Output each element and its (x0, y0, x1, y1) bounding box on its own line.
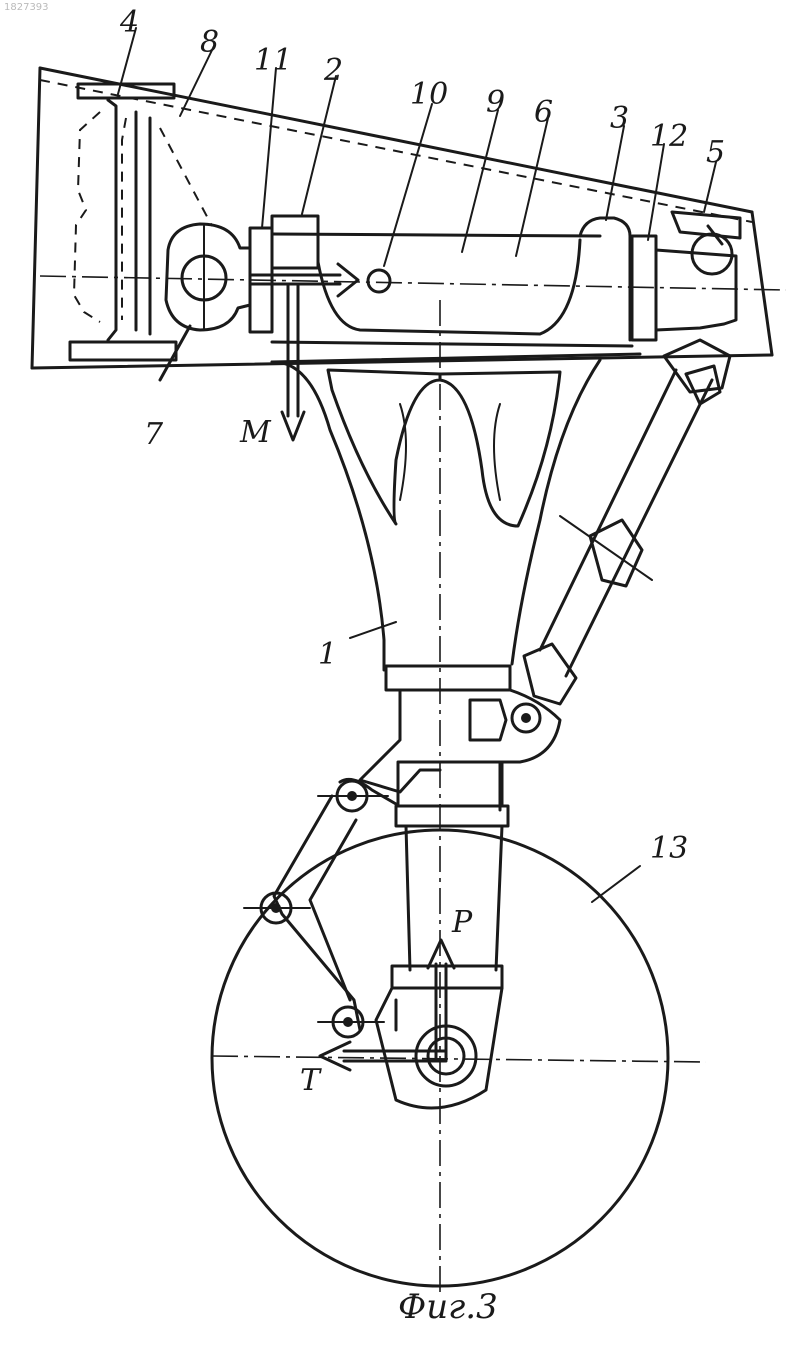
label-7: 7 (144, 417, 164, 452)
figure-caption: Фиг.3 (398, 1287, 498, 1327)
label-8: 8 (200, 25, 219, 60)
diagonal-brace (512, 340, 730, 732)
label-4: 4 (119, 5, 139, 40)
label-5: 5 (706, 135, 725, 170)
lower-strut (376, 826, 502, 1108)
label-11: 11 (254, 43, 292, 78)
label-12: 12 (650, 119, 688, 154)
force-label-t: T (300, 1063, 322, 1098)
label-1: 1 (318, 637, 337, 672)
label-6: 6 (534, 95, 553, 130)
leader-lines (118, 28, 716, 902)
label-13: 13 (650, 831, 688, 866)
force-label-p: P (451, 905, 473, 940)
rotation-axis (40, 276, 786, 290)
label-3: 3 (610, 101, 629, 136)
force-label-m: M (239, 415, 272, 450)
force-arrow-p (428, 940, 454, 1060)
label-2: 2 (323, 53, 343, 88)
watermark-number: 1827393 (4, 2, 49, 13)
label-9: 9 (486, 85, 505, 120)
strut-body (272, 360, 600, 826)
wing-structure (32, 68, 772, 368)
axle-assembly (250, 216, 736, 362)
label-10: 10 (410, 77, 448, 112)
